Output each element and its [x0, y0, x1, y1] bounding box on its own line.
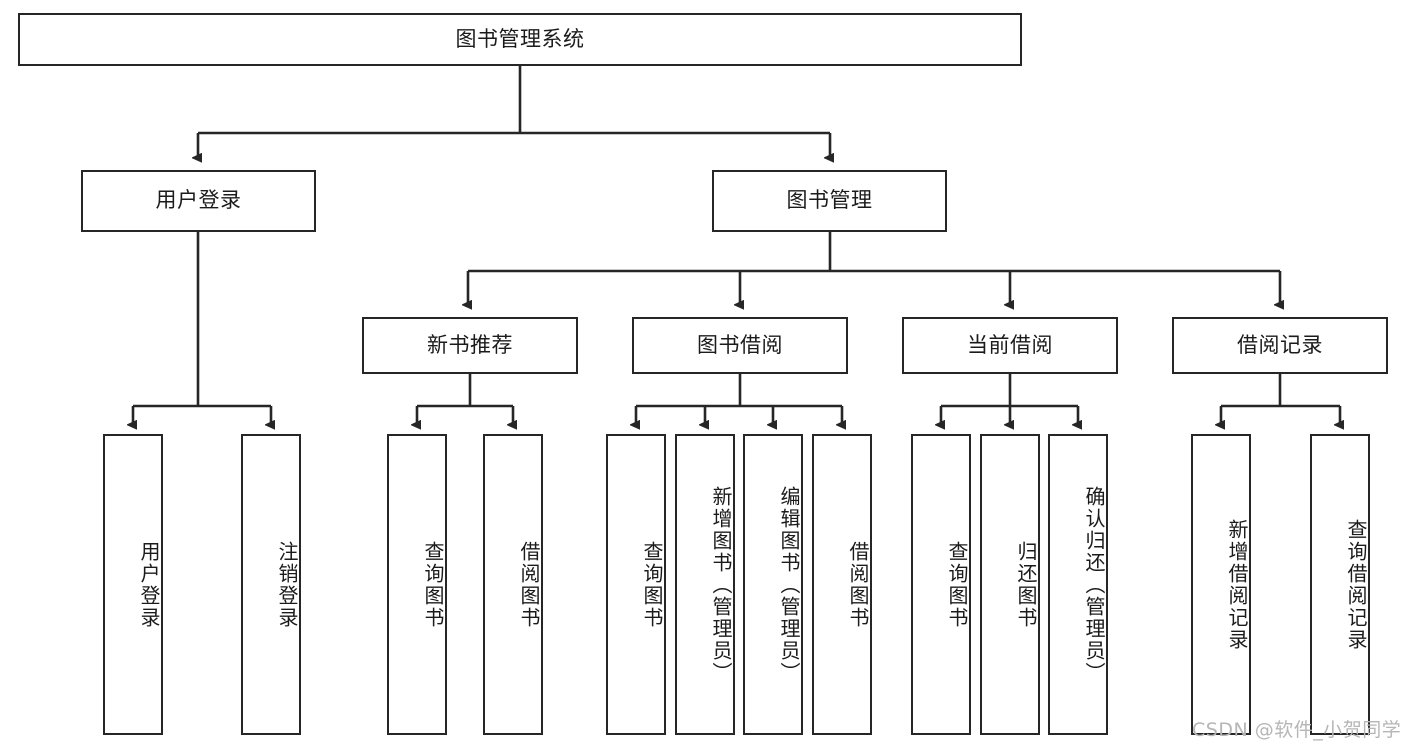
node-leaf-borrow-book-recommend[interactable]: 借阅图书: [483, 434, 543, 735]
node-label: 查询图书: [640, 540, 664, 629]
node-label: 查询图书: [421, 540, 445, 629]
node-current-borrow[interactable]: 当前借阅: [902, 317, 1118, 374]
node-label: 用户登录: [137, 540, 161, 629]
node-leaf-query-book-borrow[interactable]: 查询图书: [606, 434, 666, 735]
node-root-library-system[interactable]: 图书管理系统: [18, 13, 1022, 66]
node-leaf-return-book[interactable]: 归还图书: [980, 434, 1040, 735]
node-label: 图书管理系统: [455, 26, 585, 51]
node-leaf-query-book-recommend[interactable]: 查询图书: [387, 434, 447, 735]
node-label: 图书借阅: [697, 332, 783, 357]
node-leaf-add-book-admin[interactable]: 新增图书（管理员）: [675, 434, 735, 735]
node-leaf-query-borrow-record[interactable]: 查询借阅记录: [1310, 434, 1370, 735]
node-leaf-query-book-current[interactable]: 查询图书: [911, 434, 971, 735]
node-label: 注销登录: [275, 540, 299, 629]
node-label: 图书管理: [786, 188, 873, 213]
node-label: 确认归还（管理员）: [1082, 485, 1106, 684]
node-book-borrow[interactable]: 图书借阅: [632, 317, 848, 374]
node-label: 新增借阅记录: [1225, 518, 1249, 651]
node-leaf-logout[interactable]: 注销登录: [241, 434, 301, 735]
node-label: 查询图书: [945, 540, 969, 629]
node-leaf-edit-book-admin[interactable]: 编辑图书（管理员）: [743, 434, 803, 735]
node-label: 借阅图书: [517, 540, 541, 629]
node-label: 归还图书: [1014, 540, 1038, 629]
node-book-management[interactable]: 图书管理: [712, 170, 947, 232]
node-leaf-confirm-return-admin[interactable]: 确认归还（管理员）: [1048, 434, 1108, 735]
node-label: 新增图书（管理员）: [709, 485, 733, 684]
node-label: 当前借阅: [967, 332, 1053, 357]
node-leaf-add-borrow-record[interactable]: 新增借阅记录: [1191, 434, 1251, 735]
node-leaf-borrow-book[interactable]: 借阅图书: [812, 434, 872, 735]
node-label: 新书推荐: [427, 332, 513, 357]
watermark-credit: CSDN @软件_小贺同学: [1192, 719, 1402, 741]
node-leaf-user-login[interactable]: 用户登录: [103, 434, 163, 735]
node-label: 借阅记录: [1237, 332, 1323, 357]
node-label: 用户登录: [155, 188, 242, 213]
node-user-login[interactable]: 用户登录: [81, 170, 316, 232]
node-label: 借阅图书: [846, 540, 870, 629]
node-borrow-records[interactable]: 借阅记录: [1172, 317, 1388, 374]
node-label: 编辑图书（管理员）: [777, 485, 801, 684]
node-label: 查询借阅记录: [1344, 518, 1368, 651]
node-new-book-recommendation[interactable]: 新书推荐: [362, 317, 578, 374]
